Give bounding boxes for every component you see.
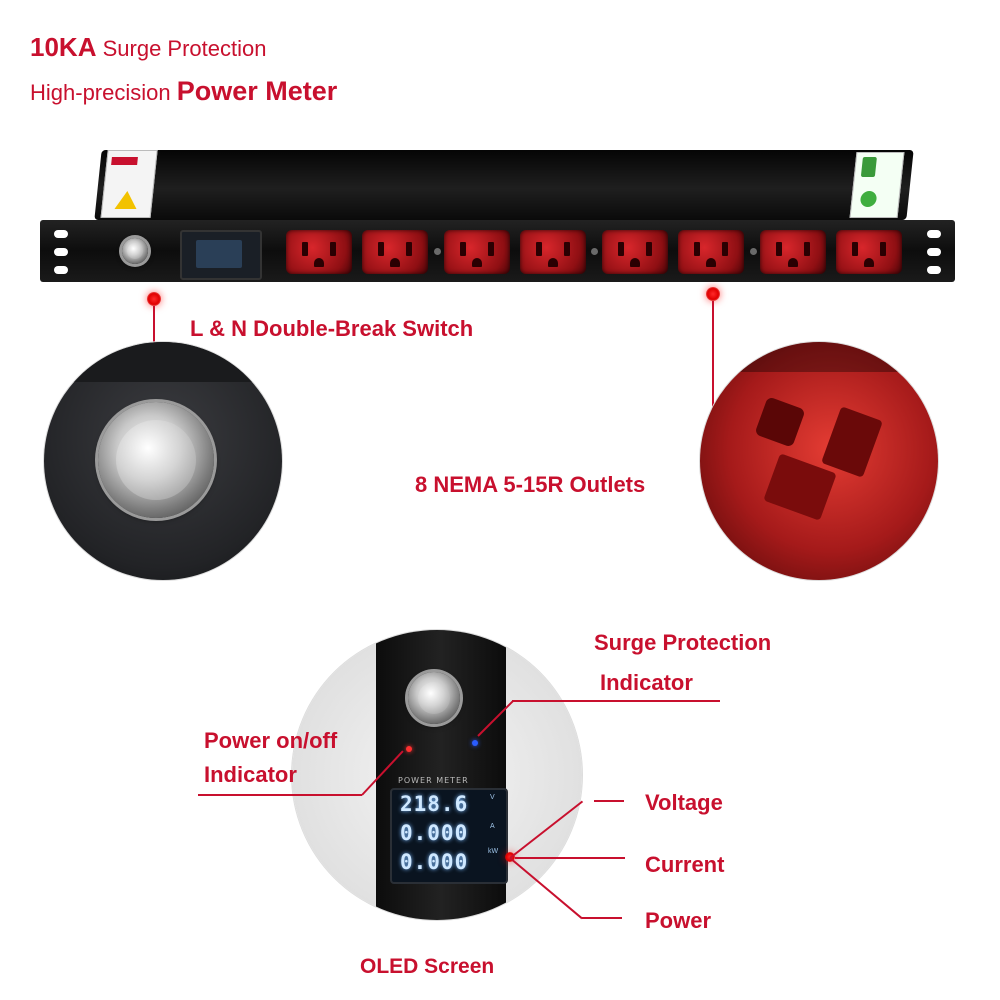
meter-closeup: POWER METER 218.6 V 0.000 A 0.000 kW <box>292 630 582 920</box>
surge-led-icon <box>472 740 478 746</box>
power-callout-line-h <box>582 917 622 919</box>
surge-callout-line <box>512 700 720 702</box>
mounting-hole-icon <box>927 230 941 238</box>
caution-stripe <box>111 157 138 165</box>
qc-pass-label <box>849 152 905 218</box>
power-button-icon[interactable] <box>122 238 148 264</box>
surge-callout-label-2: Indicator <box>600 670 693 695</box>
current-reading: 0.000 <box>400 821 469 845</box>
headline-meter-strong: Power Meter <box>176 76 338 106</box>
power-button-face <box>418 682 450 714</box>
nema-outlet-icon <box>362 230 428 274</box>
power-button-face <box>127 243 143 259</box>
headline-surge-text: Surge Protection <box>96 36 267 61</box>
current-unit: A <box>490 823 495 830</box>
nema-outlet-icon <box>602 230 668 274</box>
warning-triangle-icon <box>114 191 139 209</box>
meter-window-lcd <box>196 240 242 268</box>
nema-outlet-icon <box>520 230 586 274</box>
oled-screen-label: OLED Screen <box>360 955 495 978</box>
power-indicator-line <box>198 794 362 796</box>
power-led-icon <box>406 746 412 752</box>
callout-dot-icon <box>147 292 161 306</box>
voltage-unit: V <box>490 794 495 801</box>
screw-icon <box>591 248 598 255</box>
power-button-icon <box>408 672 460 724</box>
nema-outlet-icon <box>836 230 902 274</box>
mounting-hole-icon <box>54 266 68 274</box>
outlet-closeup <box>700 342 938 580</box>
pdu-front-panel <box>40 220 955 282</box>
outlet-callout-line <box>712 301 714 469</box>
nema-outlet-icon <box>678 230 744 274</box>
headline-meter-prefix: High-precision <box>30 80 177 105</box>
power-reading: 0.000 <box>400 850 469 874</box>
qc-stamp-icon <box>860 157 877 177</box>
pdu-top-surface <box>94 150 914 220</box>
current-callout-line <box>515 857 625 859</box>
headline-surge-rating: 10KA <box>30 32 97 62</box>
power-label: Power <box>645 908 712 933</box>
power-indicator-label-2: Indicator <box>204 762 297 787</box>
power-indicator-label-1: Power on/off <box>204 728 338 753</box>
outlet-closeup-shadow <box>700 342 938 372</box>
mounting-hole-icon <box>54 248 68 256</box>
mounting-hole-icon <box>927 266 941 274</box>
switch-callout-label: L & N Double-Break Switch <box>190 316 474 341</box>
headline-meter: High-precision Power Meter <box>30 76 337 107</box>
meter-title: POWER METER <box>398 776 469 785</box>
meter-screen: 218.6 V 0.000 A 0.000 kW <box>390 788 508 884</box>
meter-window <box>180 230 262 280</box>
switch-closeup-panel <box>44 342 282 382</box>
nema-outlet-icon <box>760 230 826 274</box>
voltage-reading: 218.6 <box>400 792 469 816</box>
voltage-label: Voltage <box>645 790 723 815</box>
mounting-hole-icon <box>54 230 68 238</box>
caution-label <box>100 150 158 218</box>
callout-dot-icon <box>706 287 720 301</box>
nema-outlet-icon <box>444 230 510 274</box>
screw-icon <box>750 248 757 255</box>
current-label: Current <box>645 852 725 877</box>
power-button-icon <box>98 402 214 518</box>
nema-outlet-icon <box>286 230 352 274</box>
switch-callout-line <box>153 306 155 352</box>
mounting-hole-icon <box>927 248 941 256</box>
switch-closeup <box>44 342 282 580</box>
pdu-product-image <box>0 0 1000 300</box>
qc-seal-icon <box>859 191 878 207</box>
screw-icon <box>434 248 441 255</box>
outlet-slot-icon <box>821 406 883 478</box>
outlet-callout-label: 8 NEMA 5-15R Outlets <box>415 472 646 497</box>
outlet-slot-icon <box>754 396 806 448</box>
headline-surge: 10KA Surge Protection <box>30 32 266 63</box>
power-unit: kW <box>488 848 499 855</box>
voltage-callout-line-h <box>594 800 624 802</box>
surge-callout-label-1: Surge Protection <box>594 630 772 655</box>
power-button-face <box>116 420 196 500</box>
